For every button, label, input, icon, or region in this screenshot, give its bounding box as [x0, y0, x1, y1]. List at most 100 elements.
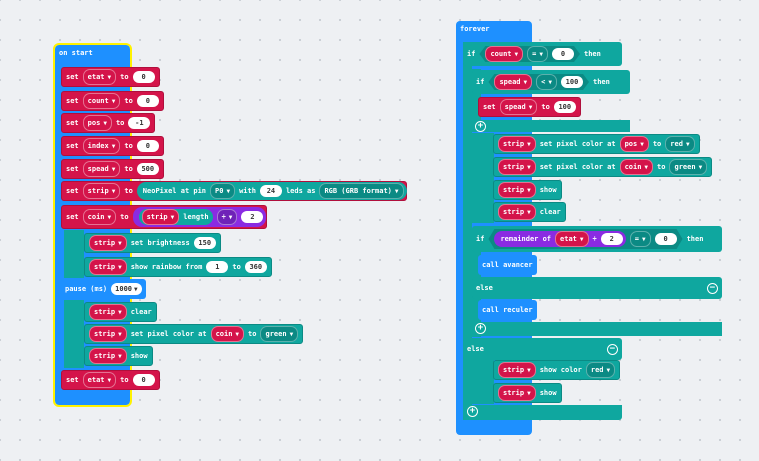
divisor-input[interactable]: 2: [601, 233, 623, 245]
value-input[interactable]: 0: [655, 233, 677, 245]
if-remainder-block[interactable]: if remainder of etat▼ ÷ 2 =▼ 0 then: [472, 226, 722, 252]
strip-clear-block-forever[interactable]: strip▼ clear: [493, 202, 566, 222]
to-input[interactable]: 360: [244, 261, 267, 273]
set-pixel-color-block[interactable]: strip▼ set pixel color at coin▼ to green…: [84, 324, 304, 344]
neopixel-group-bar-2: [64, 300, 84, 368]
remove-else-icon[interactable]: −: [607, 343, 618, 355]
set-etat-block-2[interactable]: set etat▼ to 0: [61, 370, 160, 390]
color-dropdown[interactable]: red▼: [665, 136, 695, 152]
operator-dropdown[interactable]: =▼: [630, 231, 651, 247]
set-pixel-coin-block[interactable]: strip▼ set pixel color at coin▼ to green…: [493, 157, 713, 177]
from-input[interactable]: 1: [206, 261, 229, 273]
operator-dropdown[interactable]: ÷▼: [216, 209, 238, 225]
strip-dropdown[interactable]: strip▼: [89, 259, 127, 275]
compare-spead[interactable]: spead▼ <▼ 100: [488, 74, 589, 90]
value-input[interactable]: 100: [561, 76, 583, 88]
variable-dropdown[interactable]: pos▼: [619, 136, 649, 152]
strip-dropdown[interactable]: strip▼: [89, 326, 127, 342]
set-spead-block[interactable]: set spead▼ to 500: [61, 159, 164, 179]
remainder-reporter[interactable]: remainder of etat▼ ÷ 2: [494, 231, 625, 247]
compare-remainder[interactable]: remainder of etat▼ ÷ 2 =▼ 0: [488, 229, 682, 249]
variable-dropdown[interactable]: count▼: [485, 46, 523, 62]
variable-dropdown[interactable]: spead▼: [82, 161, 121, 177]
set-index-block[interactable]: set index▼ to 0: [61, 136, 164, 156]
value-input[interactable]: -1: [128, 117, 151, 129]
value-input[interactable]: 0: [132, 71, 155, 83]
neopixel-create-reporter[interactable]: NeoPixel at pin P0▼ with 24 leds as RGB …: [136, 182, 407, 200]
strip-dropdown[interactable]: strip▼: [498, 136, 536, 152]
set-strip-block[interactable]: set strip▼ to NeoPixel at pin P0▼ with 2…: [61, 181, 407, 201]
variable-dropdown[interactable]: etat▼: [82, 372, 117, 388]
length-reporter[interactable]: strip▼ length: [138, 209, 213, 225]
call-avancer-block[interactable]: call avancer: [478, 255, 537, 275]
if1-arm: [463, 42, 472, 420]
show-rainbow-block[interactable]: strip▼ show rainbow from 1 to 360: [84, 257, 272, 277]
add-else-icon-outer[interactable]: +: [467, 406, 478, 417]
variable-dropdown[interactable]: coin▼: [210, 326, 245, 342]
if-count-block[interactable]: if count▼ =▼ 0 then: [463, 42, 622, 66]
add-else-icon[interactable]: +: [475, 121, 486, 132]
leds-as-label: leds as: [285, 187, 316, 195]
divide-symbol: ÷: [592, 235, 597, 243]
variable-dropdown[interactable]: index▼: [82, 138, 121, 154]
variable-dropdown[interactable]: etat▼: [82, 69, 117, 85]
variable-dropdown[interactable]: pos▼: [82, 115, 112, 131]
leds-input[interactable]: 24: [259, 185, 282, 197]
strip-dropdown[interactable]: strip▼: [498, 159, 536, 175]
pause-block[interactable]: pause (ms) 1000▼: [61, 279, 146, 299]
set-pos-block[interactable]: set pos▼ to -1: [61, 113, 156, 133]
variable-dropdown[interactable]: count▼: [82, 93, 121, 109]
variable-dropdown[interactable]: strip▼: [82, 183, 121, 199]
show-color-block[interactable]: strip▼ show color red▼: [493, 360, 621, 380]
remove-else-icon[interactable]: −: [707, 282, 718, 294]
compare-count[interactable]: count▼ =▼ 0: [479, 46, 580, 62]
strip-dropdown[interactable]: strip▼: [89, 235, 127, 251]
set-coin-block[interactable]: set coin▼ to strip▼ length ÷▼ 2: [61, 205, 267, 229]
add-else-if-icon[interactable]: +: [475, 323, 486, 334]
value-input[interactable]: 500: [136, 163, 159, 175]
divisor-input[interactable]: 2: [241, 211, 264, 223]
pause-input[interactable]: 1000▼: [111, 283, 142, 295]
strip-clear-block[interactable]: strip▼ clear: [84, 302, 157, 322]
strip-dropdown[interactable]: strip▼: [498, 362, 536, 378]
set-count-block[interactable]: set count▼ to 0: [61, 91, 164, 111]
strip-dropdown[interactable]: strip▼: [498, 204, 536, 220]
strip-dropdown[interactable]: strip▼: [89, 348, 127, 364]
strip-show-block-forever-2[interactable]: strip▼ show: [493, 383, 562, 403]
divide-reporter[interactable]: strip▼ length ÷▼ 2: [132, 207, 267, 227]
variable-dropdown[interactable]: spead▼: [499, 99, 538, 115]
set-pixel-pos-block[interactable]: strip▼ set pixel color at pos▼ to red▼: [493, 134, 700, 154]
operator-dropdown[interactable]: <▼: [536, 74, 557, 90]
to-keyword: to: [657, 163, 666, 171]
color-dropdown[interactable]: red▼: [585, 362, 616, 378]
strip-dropdown[interactable]: strip▼: [89, 304, 127, 320]
strip-dropdown[interactable]: strip▼: [498, 385, 536, 401]
value-input[interactable]: 0: [552, 48, 574, 60]
set-etat-block[interactable]: set etat▼ to 0: [61, 67, 160, 87]
color-dropdown[interactable]: green▼: [260, 326, 299, 342]
strip-show-block[interactable]: strip▼ show: [84, 346, 153, 366]
set-spead-block-forever[interactable]: set spead▼ to 100: [478, 97, 581, 117]
pause-label: pause (ms): [65, 285, 108, 293]
variable-dropdown[interactable]: etat▼: [555, 231, 588, 247]
strip-dropdown[interactable]: strip▼: [498, 182, 536, 198]
value-input[interactable]: 0: [136, 140, 159, 152]
strip-show-block-forever[interactable]: strip▼ show: [493, 180, 562, 200]
value-input[interactable]: 0: [132, 374, 155, 386]
call-reculer-block[interactable]: call reculer: [478, 300, 537, 320]
forever-label: forever: [460, 25, 490, 33]
variable-dropdown[interactable]: coin▼: [82, 209, 117, 225]
format-dropdown[interactable]: RGB (GRB format)▼: [319, 183, 404, 199]
variable-dropdown[interactable]: spead▼: [494, 74, 532, 90]
operator-dropdown[interactable]: =▼: [527, 46, 548, 62]
set-brightness-block[interactable]: strip▼ set brightness 150: [84, 233, 221, 253]
if-spead-block[interactable]: if spead▼ <▼ 100 then: [472, 70, 630, 94]
strip-group-bar: [472, 133, 494, 223]
color-dropdown[interactable]: green▼: [669, 159, 708, 175]
strip-dropdown[interactable]: strip▼: [141, 209, 180, 225]
pin-dropdown[interactable]: P0▼: [210, 183, 236, 199]
value-input[interactable]: 0: [136, 95, 159, 107]
brightness-input[interactable]: 150: [193, 237, 216, 249]
value-input[interactable]: 100: [553, 101, 576, 113]
variable-dropdown[interactable]: coin▼: [619, 159, 654, 175]
